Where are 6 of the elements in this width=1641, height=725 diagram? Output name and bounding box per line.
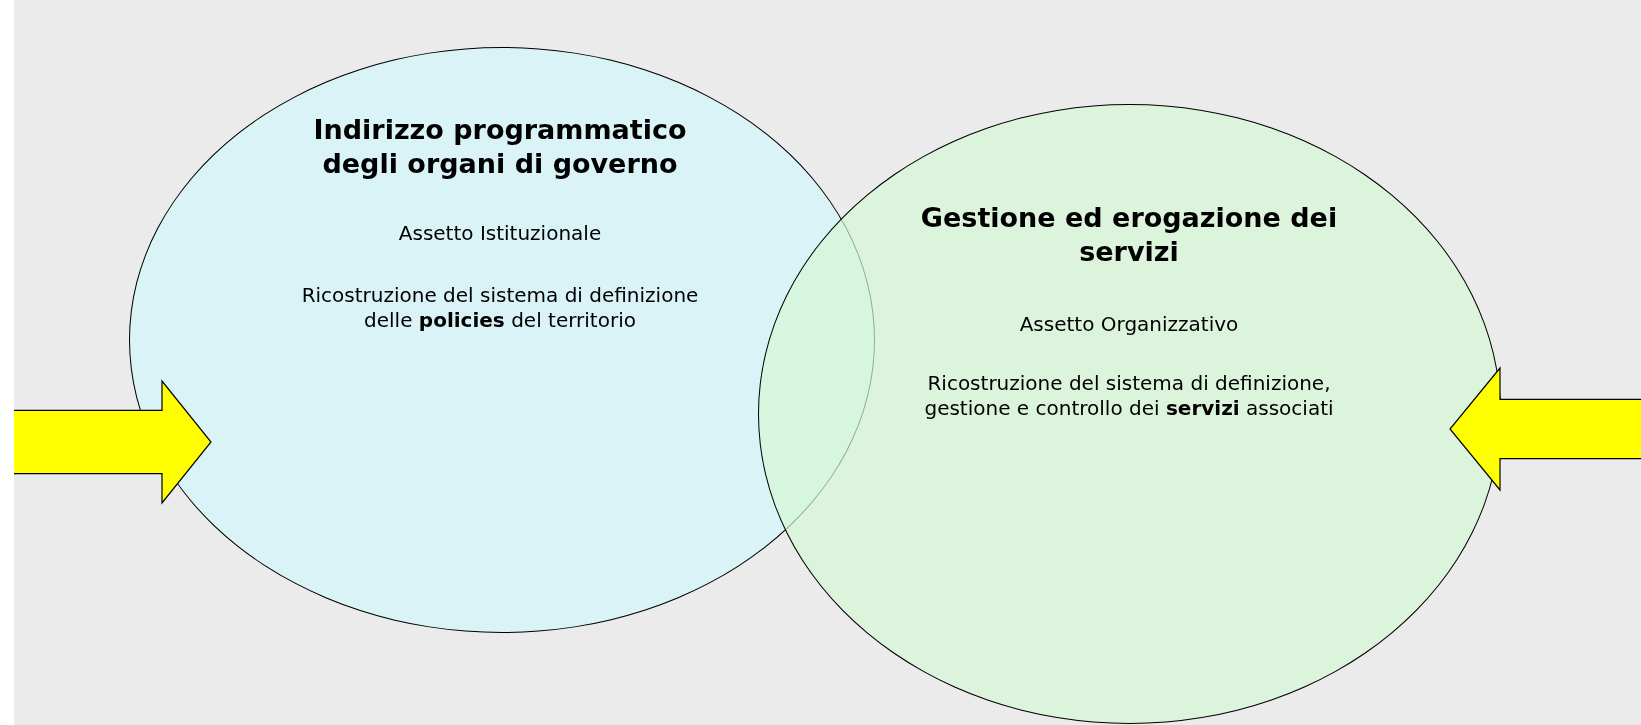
heading: Gestione ed erogazione dei servizi xyxy=(919,201,1339,269)
description: Ricostruzione del sistema di definizione delle policies del territorio xyxy=(300,283,700,333)
subtitle: Assetto Organizzativo xyxy=(1018,312,1240,337)
subtitle: Assetto Istituzionale xyxy=(397,221,603,246)
heading: Indirizzo programmatico degli organi di governo xyxy=(312,113,688,181)
description: Ricostruzione del sistema di definizione, gestione e controllo dei servizi associati xyxy=(923,371,1335,421)
